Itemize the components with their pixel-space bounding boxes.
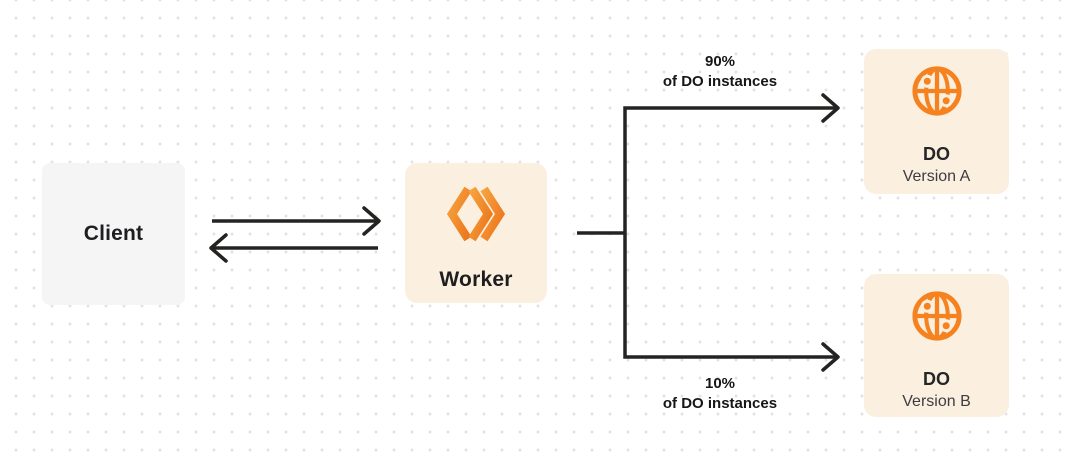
split-label-90-percent: 90% [704, 53, 736, 70]
do-version-a-subtitle: Version A [902, 168, 971, 185]
split-label-10-caption: of DO instances [662, 395, 778, 412]
split-bottom-arrowhead [821, 342, 840, 372]
split-top-arrowhead [821, 93, 840, 123]
split-label-90: 90% of DO instances [625, 52, 815, 92]
worker-node: Worker [405, 163, 547, 303]
worker-node-label: Worker [439, 268, 513, 291]
do-version-a-node: DO Version A [864, 49, 1009, 194]
client-node-label: Client [83, 222, 144, 245]
split-label-10-percent: 10% [704, 375, 736, 392]
do-version-b-title: DO [923, 369, 950, 389]
worker-to-client-arrowhead [209, 233, 228, 263]
do-version-b-subtitle: Version B [902, 393, 971, 410]
client-node: Client [42, 163, 185, 305]
globe-icon [910, 64, 964, 118]
do-version-b-node: DO Version B [864, 274, 1009, 417]
split-branch-line [623, 106, 836, 359]
do-version-a-title: DO [923, 144, 950, 164]
globe-icon [910, 289, 964, 343]
split-label-10: 10% of DO instances [625, 374, 815, 414]
client-to-worker-arrowhead [362, 206, 381, 236]
cloudflare-workers-icon [447, 184, 505, 244]
split-label-90-caption: of DO instances [662, 73, 778, 90]
